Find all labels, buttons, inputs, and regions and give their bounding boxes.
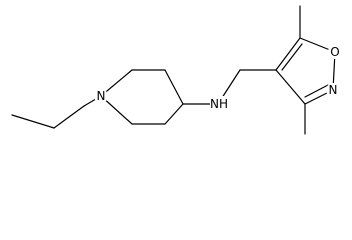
- bond-propyl-c2-c3: [53, 105, 85, 129]
- bond-propyl-c1-c2: [11, 114, 55, 129]
- bond-iso-n-c3-double: [304, 84, 329, 98]
- molecule-structure: N NH O N: [11, 5, 342, 135]
- atom-bg-n-piperidine: [94, 89, 108, 103]
- bond-pip-c4-c5: [164, 69, 184, 105]
- bond-iso-c4-c5: [275, 37, 301, 71]
- bond-pip-c3-c4: [164, 103, 184, 125]
- atom-bg-n-isoxazole: [326, 83, 340, 97]
- atom-bg-o-isoxazole: [328, 45, 342, 59]
- bond-iso-c3-c4: [275, 69, 306, 105]
- atom-nh-amine: NH: [210, 97, 228, 111]
- atom-n-isoxazole: N: [329, 83, 338, 97]
- atom-bg-n-amine: [210, 96, 229, 112]
- bond-iso-c4-c5-double: [281, 43, 303, 71]
- atom-o-isoxazole: O: [330, 45, 339, 59]
- atom-n-piperidine: N: [97, 89, 106, 103]
